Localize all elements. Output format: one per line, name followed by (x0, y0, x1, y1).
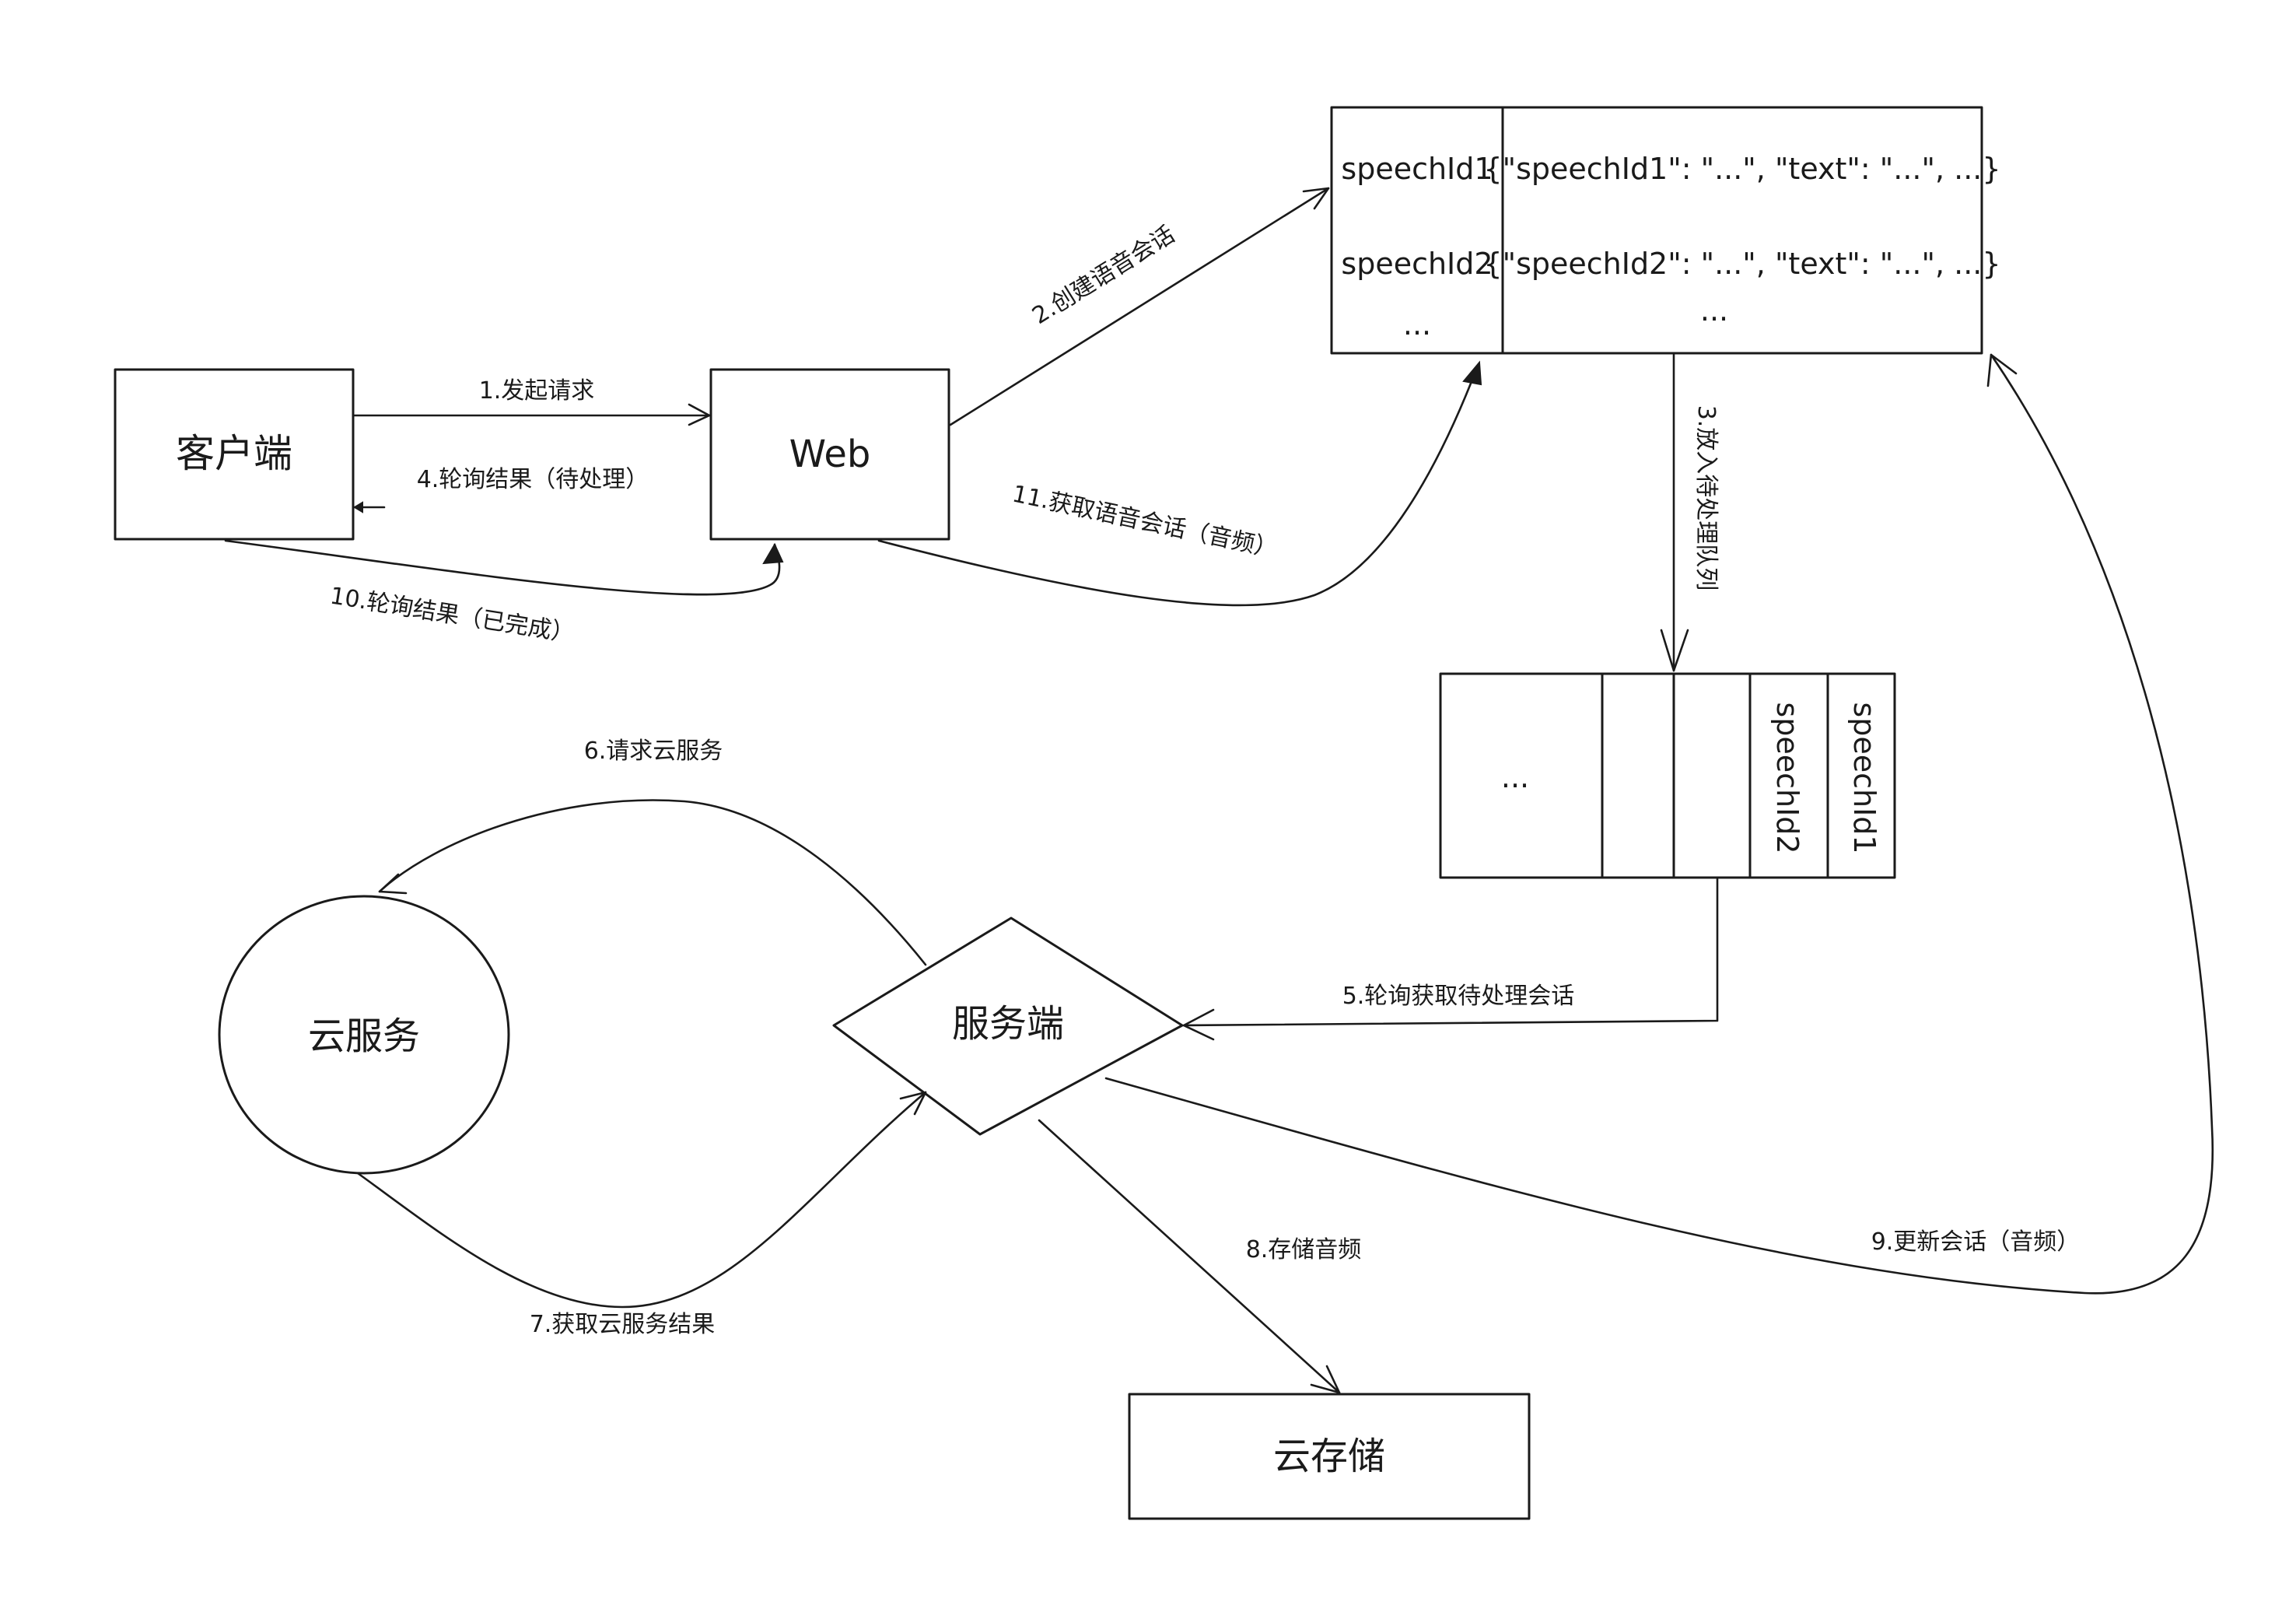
edge-2-label: 2.创建语音会话 (1027, 221, 1179, 330)
queue-cell-speechid2: speechId2 (1770, 702, 1804, 853)
web-label: Web (789, 433, 871, 476)
edge-4-poll-pending: 4.轮询结果（待处理） (353, 466, 649, 513)
edge-3-enqueue: 3.放入待处理队列 (1660, 353, 1720, 672)
session-key-2: speechId2 (1341, 247, 1493, 281)
edge-5-fetch-pending: 5.轮询获取待处理会话 (1182, 878, 1719, 1041)
edge-7-label: 7.获取云服务结果 (530, 1311, 716, 1338)
edge-1-label: 1.发起请求 (479, 377, 595, 405)
pending-queue-node: ... speechId2 speechId1 (1439, 672, 1896, 879)
edge-10-poll-completed: 10.轮询结果（已完成） (224, 539, 784, 648)
edge-2-create-session: 2.创建语音会话 (949, 187, 1330, 426)
queue-cell-more: ... (1501, 760, 1529, 794)
edge-7-cloud-result: 7.获取云服务结果 (356, 1091, 927, 1338)
edge-4-label: 4.轮询结果（待处理） (417, 466, 649, 493)
edge-10-label: 10.轮询结果（已完成） (328, 582, 576, 647)
session-key-1: speechId1 (1341, 152, 1493, 186)
session-value-more: ... (1700, 293, 1728, 328)
queue-cell-speechid1: speechId1 (1847, 702, 1881, 853)
edge-8-store-audio: 8.存储音频 (1038, 1119, 1362, 1394)
session-store-node: speechId1 speechId2 ... {"speechId1": ".… (1330, 106, 2001, 355)
edge-6-label: 6.请求云服务 (584, 738, 723, 765)
edge-8-label: 8.存储音频 (1246, 1236, 1362, 1263)
edge-5-label: 5.轮询获取待处理会话 (1342, 983, 1575, 1010)
session-value-2: {"speechId2": "...", "text": "...", ...} (1483, 247, 2000, 281)
edge-11-label: 11.获取语音会话（音频） (1010, 480, 1279, 563)
cloud-service-label: 云服务 (308, 1015, 420, 1058)
edge-9-label: 9.更新会话（音频） (1871, 1228, 2081, 1256)
cloud-service-node: 云服务 (218, 895, 510, 1175)
edge-3-label: 3.放入待处理队列 (1692, 405, 1720, 591)
session-value-1: {"speechId1": "...", "text": "...", ...} (1483, 152, 2000, 186)
server-node: 服务端 (832, 916, 1184, 1136)
cloud-storage-node: 云存储 (1128, 1393, 1531, 1520)
web-node: Web (709, 368, 950, 541)
server-label: 服务端 (952, 1002, 1064, 1046)
edge-1-request: 1.发起请求 (353, 377, 711, 426)
edge-11-get-session: 11.获取语音会话（音频） (877, 360, 1482, 607)
session-key-more: ... (1403, 307, 1431, 342)
edge-9-update-session: 9.更新会话（音频） (1104, 353, 2214, 1295)
client-label: 客户端 (176, 431, 292, 476)
client-node: 客户端 (114, 368, 355, 541)
cloud-storage-label: 云存储 (1273, 1435, 1385, 1478)
edge-6-request-cloud: 6.请求云服务 (378, 738, 927, 966)
